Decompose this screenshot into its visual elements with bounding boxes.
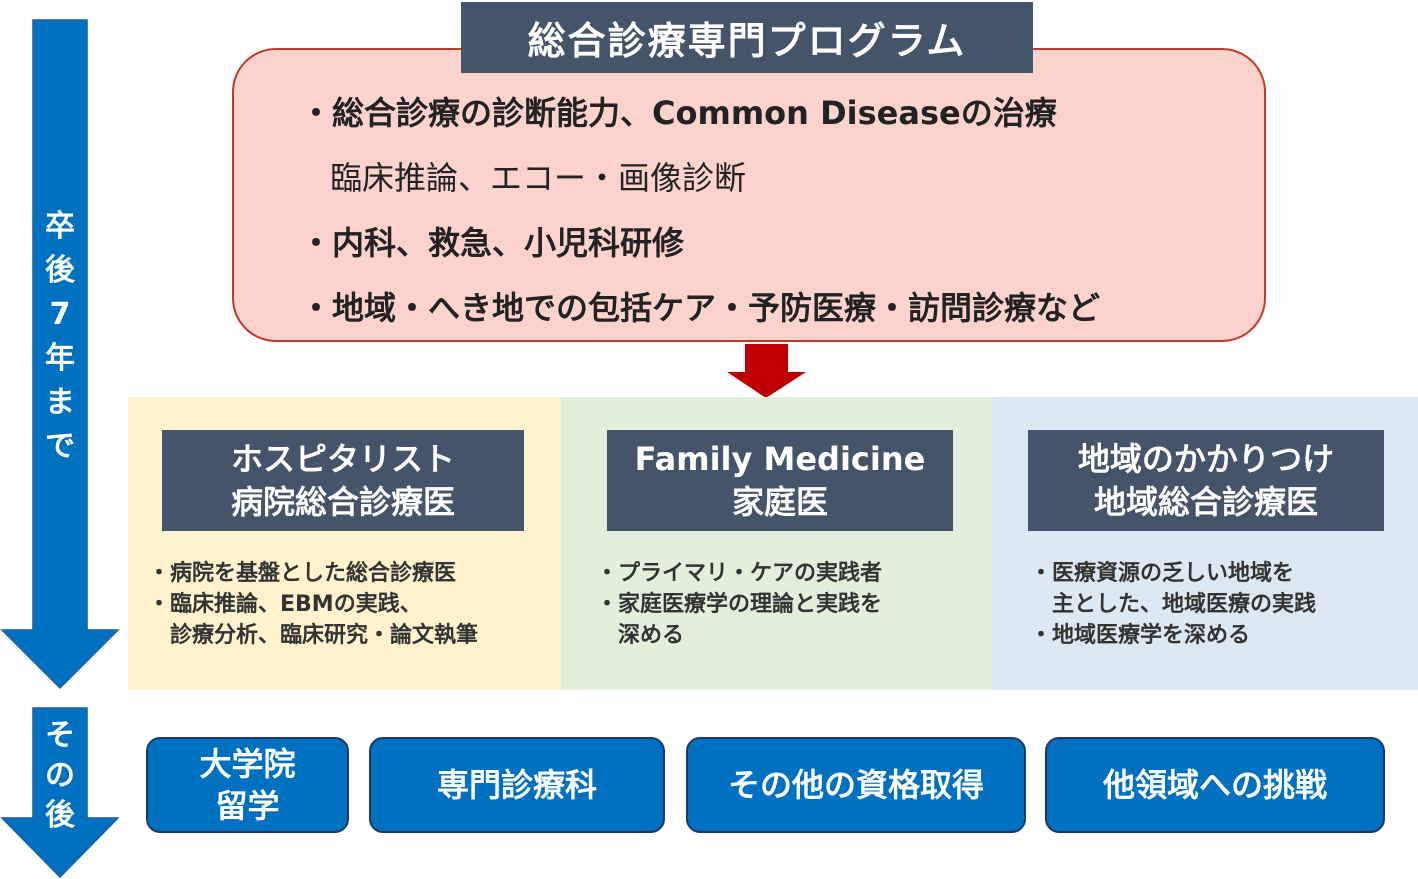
- option-line: 専門診療科: [436, 766, 597, 804]
- timeline-char: で: [45, 429, 75, 464]
- panel-bullets-community: ・医療資源の乏しい地域を 主とした、地域医療の実践 ・地域医療学を深める: [1030, 558, 1316, 651]
- timeline-char: 年: [45, 341, 75, 376]
- timeline-char: 後: [45, 798, 75, 833]
- timeline-arrow-after: [0, 707, 120, 879]
- timeline-char: 後: [45, 253, 75, 288]
- timeline-label-after: そ の 後: [30, 716, 90, 836]
- panel-head-line: Family Medicine: [634, 439, 926, 478]
- program-line-community: ・地域・へき地での包括ケア・予防医療・訪問診療など: [300, 289, 1101, 327]
- timeline-char: の: [45, 758, 75, 793]
- bullet-item: ・地域医療学を深める: [1030, 623, 1251, 648]
- timeline-char: 卒: [45, 209, 75, 244]
- bullet-item: ・プライマリ・ケアの実践者: [596, 561, 883, 586]
- panel-head-line: 家庭医: [731, 482, 828, 521]
- panel-head-line: ホスピタリスト: [230, 439, 455, 478]
- option-specialty: 専門診療科: [369, 737, 665, 833]
- program-line-training: ・内科、救急、小児科研修: [300, 224, 685, 262]
- option-other-fields: 他領域への挑戦: [1045, 737, 1385, 833]
- bullet-item: 診療分析、臨床研究・論文執筆: [148, 623, 479, 648]
- bullet-item: 主とした、地域医療の実践: [1030, 592, 1317, 617]
- program-title: 総合診療専門プログラム: [461, 2, 1033, 73]
- program-line-reasoning: 臨床推論、エコー・画像診断: [330, 159, 747, 197]
- panel-bullets-family-medicine: ・プライマリ・ケアの実践者 ・家庭医療学の理論と実践を 深める: [596, 558, 882, 651]
- bullet-item: 深める: [596, 623, 685, 648]
- program-down-arrow: [727, 344, 806, 398]
- panel-head-family-medicine: Family Medicine 家庭医: [607, 430, 953, 531]
- bullet-item: ・病院を基盤とした総合診療医: [148, 561, 457, 586]
- program-box: [232, 48, 1266, 342]
- option-line: 他領域への挑戦: [1102, 766, 1327, 804]
- panel-head-line: 病院総合診療医: [230, 482, 455, 521]
- option-line: その他の資格取得: [727, 766, 984, 804]
- panel-head-line: 地域のかかりつけ: [1077, 439, 1335, 478]
- timeline-char: ま: [45, 385, 75, 420]
- panel-head-hospitalist: ホスピタリスト 病院総合診療医: [162, 430, 524, 531]
- bullet-item: ・家庭医療学の理論と実践を: [596, 592, 883, 617]
- option-graduate-study-abroad: 大学院 留学: [146, 737, 349, 833]
- panel-head-line: 地域総合診療医: [1093, 482, 1318, 521]
- bullet-item: ・臨床推論、EBMの実践、: [148, 592, 422, 617]
- timeline-arrow-main: [0, 19, 120, 690]
- panel-head-community: 地域のかかりつけ 地域総合診療医: [1028, 430, 1384, 531]
- panel-bullets-hospitalist: ・病院を基盤とした総合診療医 ・臨床推論、EBMの実践、 診療分析、臨床研究・論…: [148, 558, 478, 651]
- bullet-item: ・医療資源の乏しい地域を: [1030, 561, 1295, 586]
- program-line-diagnosis: ・総合診療の診断能力、Common Diseaseの治療: [300, 94, 1057, 132]
- option-other-qualifications: その他の資格取得: [686, 737, 1026, 833]
- timeline-char: 7: [49, 297, 71, 332]
- option-line: 大学院: [199, 745, 296, 783]
- timeline-label-until-7-years: 卒 後 7 年 ま で: [30, 205, 90, 469]
- option-line: 留学: [215, 787, 280, 825]
- timeline-char: そ: [45, 718, 75, 753]
